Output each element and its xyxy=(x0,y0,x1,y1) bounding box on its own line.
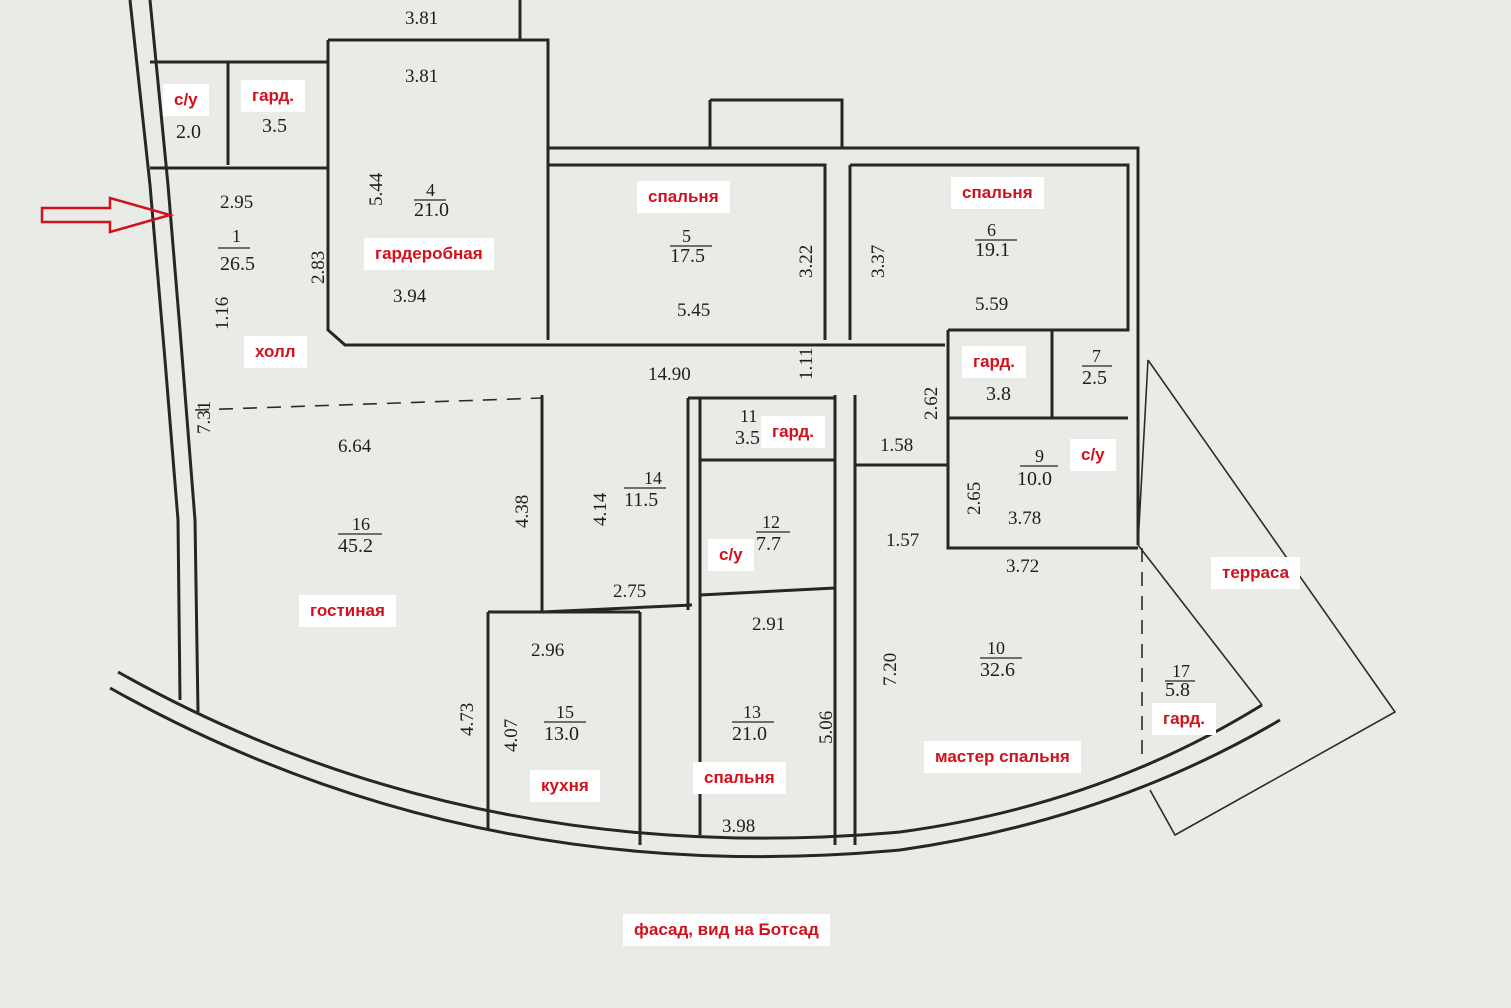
dimension-label: 3.72 xyxy=(1006,556,1039,577)
room-number: 17 xyxy=(1172,661,1190,681)
room-area: 2.0 xyxy=(176,121,201,143)
walls xyxy=(109,0,1281,859)
room-label-wardrobe-17: гард. xyxy=(1152,703,1217,735)
dimension-label: 3.22 xyxy=(796,245,817,278)
room-number: 10 xyxy=(987,638,1005,658)
dimension-label: 1.57 xyxy=(886,530,919,551)
dimension-label: 4.73 xyxy=(457,703,478,736)
entrance-arrow-icon xyxy=(40,196,175,234)
dimension-label: 2.62 xyxy=(921,387,942,420)
dimension-label: 3.81 xyxy=(405,8,438,29)
room-label-bedroom-13: спальня xyxy=(693,762,786,794)
room-label-hall: холл xyxy=(244,336,307,368)
terrace-outline xyxy=(1137,359,1397,837)
dimension-label: 5.59 xyxy=(975,294,1008,315)
fraction-lines xyxy=(218,199,1195,723)
room-label-kitchen: кухня xyxy=(530,770,600,802)
room-label-bedroom-6: спальня xyxy=(951,177,1044,209)
room-number: 4 xyxy=(426,180,435,200)
room-area: 3.5 xyxy=(735,427,760,449)
dimension-label: 2.65 xyxy=(964,482,985,515)
dimension-label: 4.07 xyxy=(501,719,522,752)
dimension-label: 1.58 xyxy=(880,435,913,456)
dimension-label: 2.83 xyxy=(308,251,329,284)
dimension-label: 7.31 xyxy=(194,401,215,434)
room-area: 19.1 xyxy=(975,239,1010,261)
room-number: 7 xyxy=(1092,346,1101,366)
room-label-wardrobe-11: гард. xyxy=(761,416,826,448)
room-area: 13.0 xyxy=(544,723,579,745)
room-area: 21.0 xyxy=(732,723,767,745)
dimension-label: 2.75 xyxy=(613,581,646,602)
room-areas: 2.0 3.5 26.5 21.0 17.5 19.1 3.8 2.5 10.0… xyxy=(176,115,1190,745)
terrace-label: терраса xyxy=(1211,557,1301,589)
room-label-bathroom-2: с/у xyxy=(163,84,209,116)
dimension-label: 5.06 xyxy=(816,711,837,744)
facade-label: фасад, вид на Ботсад xyxy=(623,914,830,946)
room-number: 6 xyxy=(987,220,996,240)
dimension-label: 6.64 xyxy=(338,436,372,457)
room-area: 3.8 xyxy=(986,383,1011,405)
dimension-label: 5.44 xyxy=(366,172,387,206)
room-label-bathroom-9: с/у xyxy=(1070,439,1116,471)
room-area: 7.7 xyxy=(756,533,781,555)
room-area: 45.2 xyxy=(338,535,373,557)
room-area: 5.8 xyxy=(1165,679,1190,701)
dimension-label: 7.20 xyxy=(880,653,901,686)
room-label-dressing-room: гардеробная xyxy=(364,238,494,270)
dimension-label: 2.96 xyxy=(531,640,564,661)
room-area: 2.5 xyxy=(1082,367,1107,389)
dimension-label: 1.16 xyxy=(212,297,233,330)
room-label-bedroom-5: спальня xyxy=(637,181,730,213)
dimension-label: 3.94 xyxy=(393,286,427,307)
room-number: 14 xyxy=(644,468,662,488)
room-number: 12 xyxy=(762,512,780,532)
room-number: 13 xyxy=(743,702,761,722)
room-area: 10.0 xyxy=(1017,468,1052,490)
dimension-label: 14.90 xyxy=(648,364,691,385)
dimension-label: 4.14 xyxy=(590,492,611,526)
dimension-label: 5.45 xyxy=(677,300,710,321)
dimension-label: 3.81 xyxy=(405,66,438,87)
dimension-label: 3.78 xyxy=(1008,508,1041,529)
room-label-wardrobe-3: гард. xyxy=(241,80,306,112)
room-number: 11 xyxy=(740,406,757,426)
zone-divider xyxy=(194,397,543,411)
dimensions: 3.81 3.81 2.95 2.83 1.16 5.44 3.94 5.45 … xyxy=(194,8,1041,837)
dimension-label: 4.38 xyxy=(512,495,533,528)
room-area: 17.5 xyxy=(670,245,705,267)
dimension-label: 1.11 xyxy=(796,347,817,380)
room-label-wardrobe-8: гард. xyxy=(962,346,1027,378)
room-number: 16 xyxy=(352,514,370,534)
dimension-label: 3.98 xyxy=(722,816,755,837)
room-area: 11.5 xyxy=(624,489,658,511)
room-number: 5 xyxy=(682,226,691,246)
room-area: 3.5 xyxy=(262,115,287,137)
room-label-bathroom-12: с/у xyxy=(708,539,754,571)
room-label-master-bedroom: мастер спальня xyxy=(924,741,1081,773)
room-number: 9 xyxy=(1035,446,1044,466)
dimension-label: 2.91 xyxy=(752,614,785,635)
room-number: 1 xyxy=(232,226,241,246)
room-numbers: 1 4 5 6 7 9 11 12 14 16 15 13 10 17 xyxy=(232,180,1190,722)
room-area: 21.0 xyxy=(414,199,449,221)
dimension-label: 3.37 xyxy=(868,245,889,278)
dimension-label: 2.95 xyxy=(220,192,253,213)
room-area: 32.6 xyxy=(980,659,1015,681)
room-label-living-room: гостиная xyxy=(299,595,396,627)
room-number: 15 xyxy=(556,702,574,722)
room-area: 26.5 xyxy=(220,253,255,275)
